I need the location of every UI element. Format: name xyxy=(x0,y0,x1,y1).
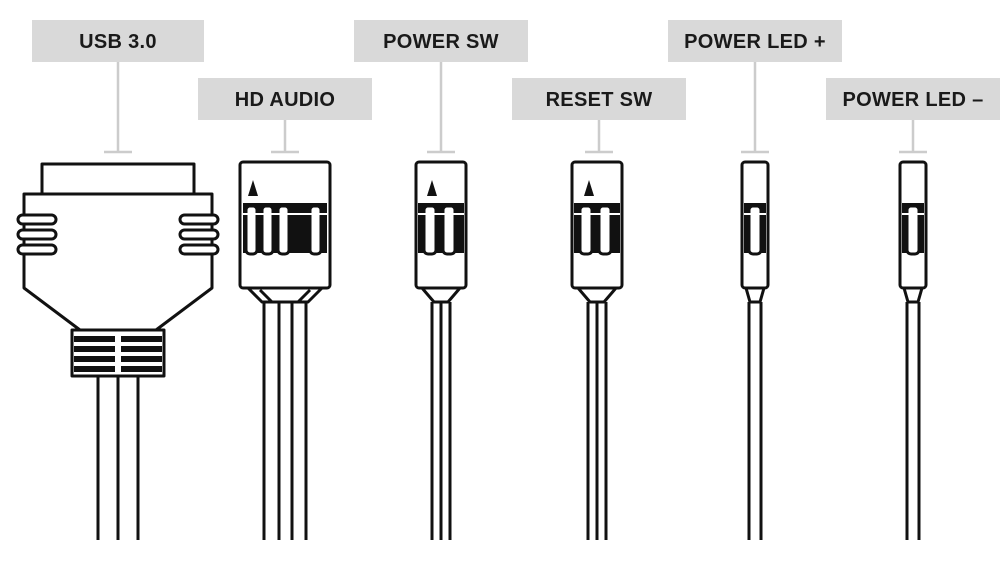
hd-audio-cable xyxy=(258,288,312,540)
power-led-plus-group: POWER LED + xyxy=(668,20,842,540)
reset-sw-label: RESET SW xyxy=(546,89,653,111)
power-led-plus-label-box xyxy=(668,20,842,62)
power-sw-label-box xyxy=(354,20,528,62)
usb3-strain-relief-stripes xyxy=(74,333,162,373)
hd-audio-label-box xyxy=(198,78,372,120)
power-led-plus-label: POWER LED + xyxy=(684,31,826,53)
power-led-minus-label: POWER LED – xyxy=(842,89,983,111)
power-sw-pin1-arrow-icon xyxy=(427,180,437,196)
power-led-minus-label-box xyxy=(826,78,1000,120)
power-sw-label: POWER SW xyxy=(383,31,499,53)
power-led-minus-cable xyxy=(905,302,921,540)
usb3-group: USB 3.0 xyxy=(16,20,220,540)
hd-audio-group: HD AUDIO xyxy=(198,78,372,540)
reset-sw-pin1-arrow-icon xyxy=(584,180,594,196)
usb3-label: USB 3.0 xyxy=(79,31,157,53)
power-sw-cable xyxy=(430,302,452,540)
reset-sw-connector xyxy=(570,160,624,540)
reset-sw-label-box xyxy=(512,78,686,120)
power-led-plus-connector xyxy=(740,160,770,540)
power-sw-group: POWER SW xyxy=(354,20,528,540)
hd-audio-pin1-arrow-icon xyxy=(248,180,258,196)
usb3-cable xyxy=(96,376,140,540)
hd-audio-label: HD AUDIO xyxy=(235,89,336,111)
reset-sw-group: RESET SW xyxy=(512,78,686,540)
usb3-side-grips xyxy=(16,213,220,256)
power-led-minus-connector xyxy=(898,160,928,540)
power-led-minus-group: POWER LED – xyxy=(826,78,1000,540)
usb3-connector xyxy=(16,162,220,540)
usb3-label-box xyxy=(32,20,204,62)
hd-audio-connector xyxy=(238,160,332,540)
power-sw-connector xyxy=(414,160,468,540)
power-led-plus-cable xyxy=(747,302,763,540)
reset-sw-cable xyxy=(586,302,608,540)
